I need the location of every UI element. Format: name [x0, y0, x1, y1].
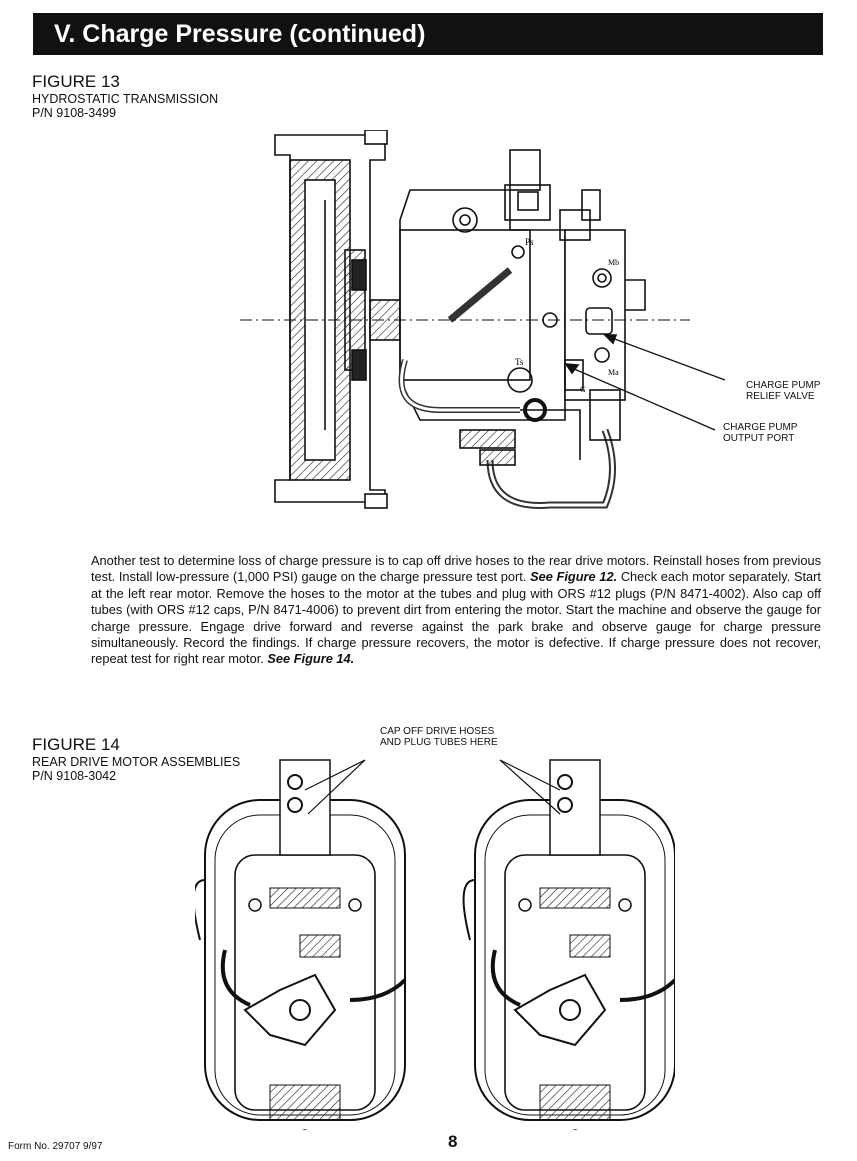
callout-relief-valve: CHARGE PUMP RELIEF VALVE: [746, 380, 821, 402]
section-header-bar: [33, 13, 823, 55]
label-ma: Ma: [608, 368, 619, 377]
section-title: V. Charge Pressure (continued): [54, 20, 426, 48]
figure-14-reference: See Figure 14.: [267, 651, 355, 667]
figure-13-part-number: P/N 9108-3499: [32, 105, 117, 120]
footer-form-number: Form No. 29707 9/97: [8, 1141, 103, 1152]
label-ts: Ts: [515, 357, 524, 367]
figure-14-title: FIGURE 14: [32, 735, 120, 754]
footer-page-number: 8: [448, 1132, 458, 1151]
callout-output-port: CHARGE PUMP OUTPUT PORT: [723, 422, 798, 444]
body-paragraph: Another test to determine loss of charge…: [91, 553, 821, 667]
label-ps: Ps: [525, 237, 534, 247]
label-g: G: [580, 385, 586, 394]
figure-14-part-number: P/N 9108-3042: [32, 768, 117, 783]
figure-14-motor-assemblies-drawing: [195, 758, 675, 1130]
label-mb: Mb: [608, 258, 619, 267]
figure-13-title: FIGURE 13: [32, 72, 120, 91]
figure-13-subtitle: HYDROSTATIC TRANSMISSION: [32, 91, 219, 106]
figure-14-caption: FIGURE 14 REAR DRIVE MOTOR ASSEMBLIES P/…: [32, 735, 240, 783]
figure-14-subtitle: REAR DRIVE MOTOR ASSEMBLIES: [32, 754, 241, 769]
figure-13-transmission-drawing: Ps Ts Mb Ma G: [240, 130, 726, 509]
figure-12-reference: See Figure 12.: [530, 569, 618, 585]
figure-13-caption: FIGURE 13 HYDROSTATIC TRANSMISSION P/N 9…: [32, 72, 218, 120]
callout-cap-off-hoses: CAP OFF DRIVE HOSES AND PLUG TUBES HERE: [380, 726, 498, 748]
